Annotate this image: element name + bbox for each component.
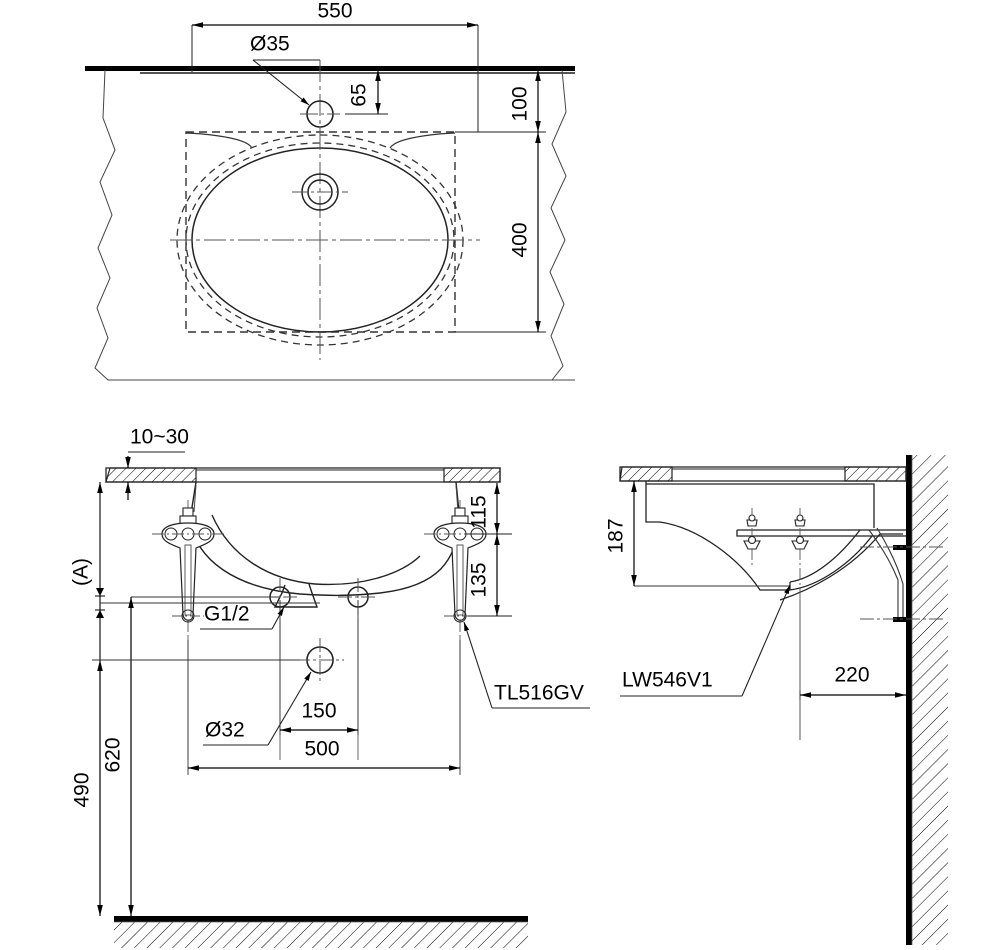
dim-label-10-30: 10~30 [130,426,189,449]
floor-line-front [114,916,528,948]
counter-slab-front [105,467,501,483]
dim-label-A: (A) [70,558,93,586]
dim-220: 220 [799,664,906,700]
faucet-hole-top [300,100,340,128]
faucet-fittings-side [743,508,809,568]
dim-label-115: 115 [468,495,491,528]
dim-label-550: 550 [317,0,352,23]
leader-dia32: Ø32 [203,671,312,746]
dim-490: 490 [71,659,300,916]
dim-65: 65 [345,70,388,115]
dim-label-g12: G1/2 [204,603,250,626]
dim-550: 550 [191,0,479,132]
dim-500: 500 [187,640,461,775]
wall-side-view [906,455,948,945]
bowl-section-front [189,481,461,608]
counter-outline-top [94,69,575,381]
dim-10-30: 10~30 [125,426,189,500]
dim-label-220: 220 [834,664,869,687]
drain-stub-front [296,638,344,684]
dim-label-dia35: Ø35 [250,33,290,56]
dim-100: 100 [455,70,546,133]
dim-A: (A) [70,482,320,660]
dim-label-620: 620 [102,737,125,772]
side-section-view: 187 220 LW546V1 [605,455,948,945]
front-section-view: 10~30 115 135 (A) 620 [70,426,590,948]
trap-assembly-left [152,500,224,636]
drain-hole-top [292,173,348,211]
leader-tl516gv: TL516GV [463,621,590,709]
leader-dia35: Ø35 [250,33,320,106]
dim-label-150: 150 [301,700,336,723]
dim-620: 620 [102,596,280,916]
wall-pipe-stubs [860,545,946,622]
label-bowl-code: LW546V1 [622,669,713,692]
leader-g12: G1/2 [200,603,285,630]
counter-slab-side [619,466,907,482]
dim-label-dia32: Ø32 [205,719,245,742]
dim-label-65: 65 [348,83,371,106]
top-view: 550 Ø35 65 100 400 [85,0,575,381]
dim-115: 115 [465,483,512,535]
dim-400: 400 [455,132,546,333]
wall-line-top-view [85,66,575,74]
dim-187: 187 [605,481,790,587]
dim-label-187: 187 [605,518,628,553]
dim-135: 135 [468,534,512,617]
dim-label-490: 490 [71,772,94,807]
dim-label-400: 400 [509,222,532,257]
dim-150: 150 [279,600,359,735]
dim-label-500: 500 [304,738,339,761]
dim-label-135: 135 [468,562,491,597]
label-trap-code: TL516GV [494,682,584,705]
leader-lw546v1: LW546V1 [620,584,791,697]
bowl-rim-returns [185,132,456,149]
dim-label-100: 100 [509,86,532,121]
